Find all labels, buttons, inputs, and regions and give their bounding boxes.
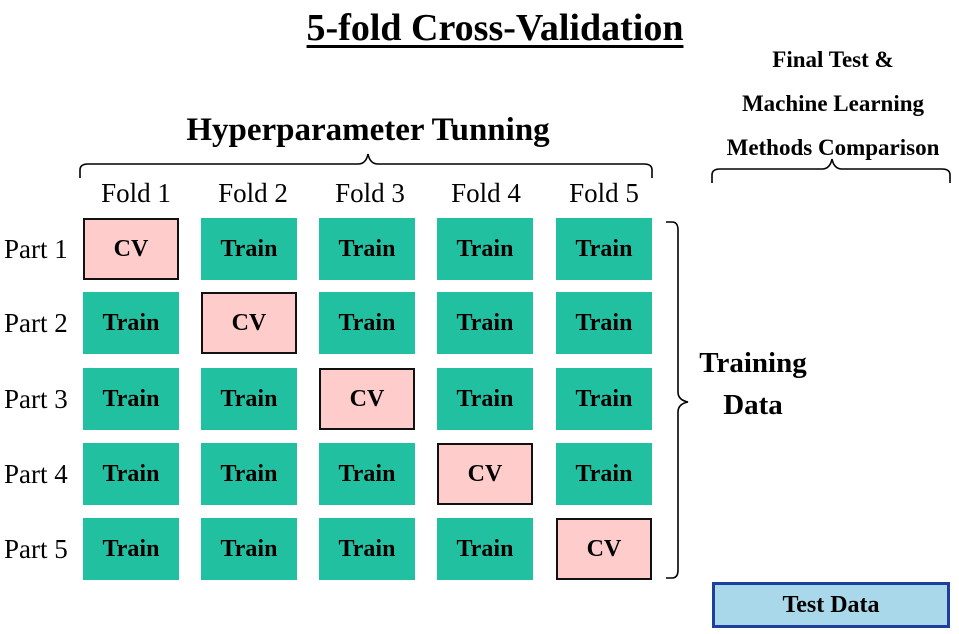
- training-data-label: Training Data: [688, 342, 818, 426]
- grid-cell-p5-f2: Train: [201, 518, 297, 580]
- final-test-line-2: Machine Learning: [741, 91, 925, 116]
- fold-label-2: Fold 2: [218, 178, 288, 208]
- grid-cell-p2-f2: CV: [201, 292, 297, 354]
- fold-label-1: Fold 1: [101, 178, 171, 208]
- grid-cell-p1-f5: Train: [556, 218, 652, 280]
- part-label-4: Part 4: [4, 459, 68, 489]
- fold-label-4: Fold 4: [451, 178, 521, 208]
- final-test-brace: [711, 158, 951, 183]
- grid-cell-p1-f3: Train: [319, 218, 415, 280]
- fold-label-5: Fold 5: [569, 178, 639, 208]
- grid-cell-p2-f1: Train: [83, 292, 179, 354]
- final-test-line-3: Methods Comparison: [726, 135, 940, 160]
- grid-cell-p5-f4: Train: [437, 518, 533, 580]
- hyperparameter-brace: [79, 153, 653, 178]
- grid-cell-p1-f4: Train: [437, 218, 533, 280]
- part-label-2: Part 2: [4, 308, 68, 338]
- test-data-box: Test Data: [712, 582, 950, 628]
- training-data-line-1: Training: [699, 347, 807, 379]
- grid-cell-p4-f5: Train: [556, 443, 652, 505]
- part-label-5: Part 5: [4, 534, 68, 564]
- final-test-line-1: Final Test &: [772, 47, 894, 72]
- grid-cell-p2-f5: Train: [556, 292, 652, 354]
- grid-cell-p3-f1: Train: [83, 368, 179, 430]
- hyperparameter-label: Hyperparameter Tunning: [186, 112, 550, 148]
- grid-cell-p5-f1: Train: [83, 518, 179, 580]
- grid-cell-p1-f1: CV: [83, 218, 179, 280]
- grid-cell-p3-f3: CV: [319, 368, 415, 430]
- part-label-1: Part 1: [4, 234, 68, 264]
- grid-cell-p4-f3: Train: [319, 443, 415, 505]
- training-data-line-2: Data: [723, 389, 783, 421]
- part-label-3: Part 3: [4, 384, 68, 414]
- grid-cell-p3-f5: Train: [556, 368, 652, 430]
- grid-cell-p1-f2: Train: [201, 218, 297, 280]
- grid-cell-p3-f4: Train: [437, 368, 533, 430]
- diagram-title: 5-fold Cross-Validation: [306, 7, 684, 49]
- grid-cell-p2-f4: Train: [437, 292, 533, 354]
- grid-cell-p4-f1: Train: [83, 443, 179, 505]
- grid-cell-p5-f5: CV: [556, 518, 652, 580]
- grid-cell-p4-f4: CV: [437, 443, 533, 505]
- grid-cell-p2-f3: Train: [319, 292, 415, 354]
- fold-label-3: Fold 3: [335, 178, 405, 208]
- grid-cell-p3-f2: Train: [201, 368, 297, 430]
- training-data-brace: [666, 221, 689, 579]
- final-test-label: Final Test & Machine Learning Methods Co…: [700, 38, 959, 170]
- grid-cell-p5-f3: Train: [319, 518, 415, 580]
- grid-cell-p4-f2: Train: [201, 443, 297, 505]
